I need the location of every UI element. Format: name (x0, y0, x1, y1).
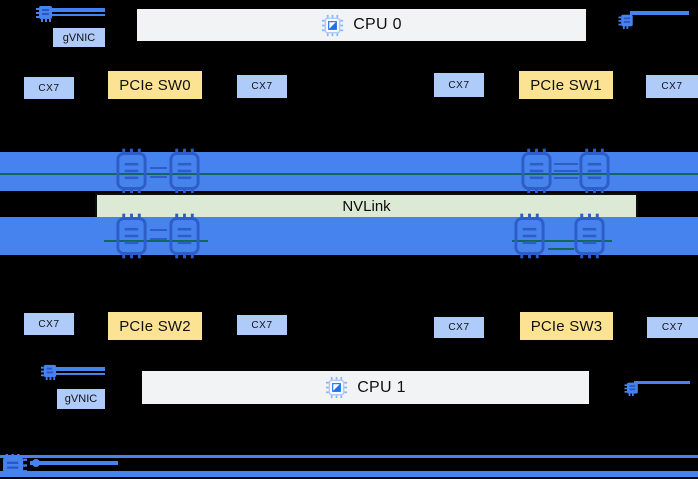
cx7-box: CX7 (434, 73, 484, 97)
gpu-chip-icon (520, 148, 553, 194)
cpu1-box: CPU 1 (142, 371, 589, 404)
nvlink-trace-bottom (548, 248, 574, 250)
nic-chip-icon (618, 13, 635, 29)
chip-connector (554, 163, 578, 165)
gpu-chip-icon (578, 148, 611, 194)
network-link-line (52, 367, 105, 371)
gpu-chip-icon (115, 148, 148, 194)
cx7-box: CX7 (646, 75, 698, 98)
pcie-sw2-box: PCIe SW2 (108, 312, 202, 340)
cx7-box: CX7 (24, 77, 74, 99)
network-link-line (30, 461, 118, 465)
network-link-line (50, 14, 105, 16)
network-node-dot (32, 459, 40, 467)
gpu-chip-icon (513, 213, 546, 259)
network-link-line (52, 373, 105, 375)
chip-connector (554, 170, 578, 172)
cx7-box: CX7 (237, 75, 287, 98)
cx7-box: CX7 (24, 313, 74, 335)
nvlink-trace-bottom (104, 240, 208, 242)
network-link-line (634, 381, 690, 384)
cx7-box: CX7 (237, 315, 287, 335)
cpu-chip-icon (321, 14, 344, 37)
nvlink-trace-top (0, 173, 698, 175)
cpu1-label: CPU 1 (357, 378, 406, 396)
cx7-box: CX7 (434, 317, 484, 338)
gpu-chip-icon (115, 213, 148, 259)
nic-chip-icon (41, 363, 58, 380)
nic-chip-icon (624, 381, 640, 396)
cpu0-label: CPU 0 (353, 16, 402, 33)
gvnic-box-bottom: gVNIC (57, 389, 105, 409)
network-link-line (50, 8, 105, 12)
chip-connector (150, 229, 167, 231)
chip-connector (150, 167, 167, 169)
pcie-sw1-box: PCIe SW1 (519, 71, 613, 99)
gpu-chip-icon (573, 213, 606, 259)
cpu-chip-icon (325, 376, 348, 399)
chip-connector (150, 176, 167, 178)
nvlink-label: NVLink (342, 198, 391, 215)
nic-chip-icon (36, 4, 54, 22)
gpu-chip-icon (168, 213, 201, 259)
cpu0-box: CPU 0 (137, 9, 586, 41)
host-network-line (0, 455, 698, 458)
chip-connector (150, 238, 167, 240)
chip-connector (554, 177, 578, 179)
network-link-line (630, 11, 689, 15)
pcie-sw0-box: PCIe SW0 (108, 71, 202, 99)
pcie-sw3-box: PCIe SW3 (520, 312, 613, 340)
host-network-bar (0, 471, 698, 477)
gpu-chip-icon (168, 148, 201, 194)
nvlink-trace-bottom (512, 240, 612, 242)
gvnic-box-top: gVNIC (53, 28, 105, 47)
gpu-bus-bar-bottom (0, 217, 698, 255)
cx7-box: CX7 (647, 317, 698, 338)
